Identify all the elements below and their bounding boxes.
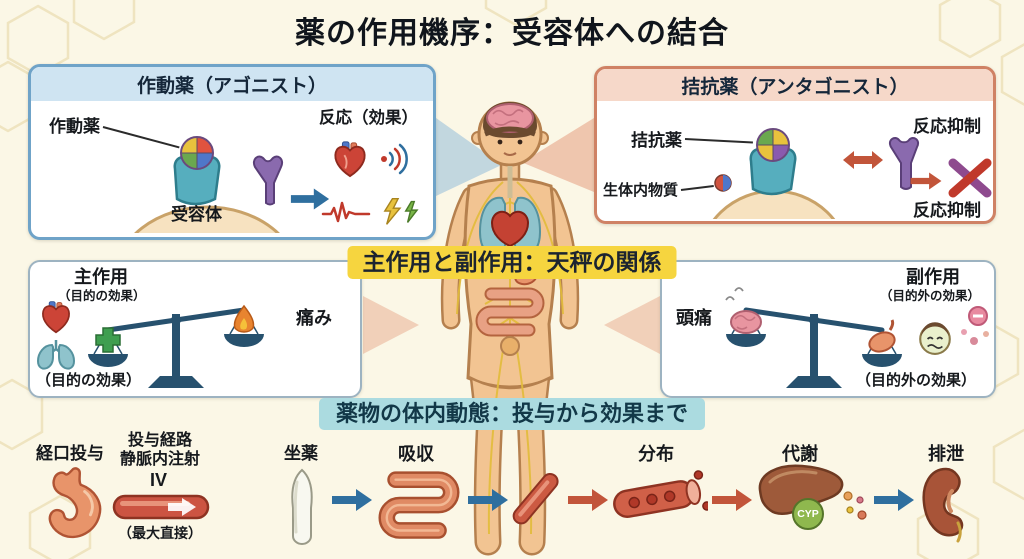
- flow-arrow-icon: [468, 489, 508, 511]
- excretion-label: 排泄: [928, 444, 964, 464]
- kidney-excretion-icon: [922, 467, 964, 543]
- endogenous-label: 生体内物質: [603, 182, 679, 199]
- metabolism-label: 代謝: [782, 444, 818, 464]
- blood-vessel-distribution-icon: [613, 470, 708, 518]
- blocked-x-icon: [948, 158, 992, 198]
- iv-note-label: （最大直接）: [118, 525, 202, 541]
- receptor-agonist-icon: [134, 136, 283, 233]
- lightning-bolts-icon: [383, 197, 419, 225]
- capillary-vessel-icon: [512, 472, 559, 525]
- double-arrow-icon: [843, 151, 883, 169]
- intestine-organ: [475, 287, 545, 337]
- iv-vessel-icon: [112, 494, 210, 520]
- antagonist-panel-title: 拮抗薬（アンタゴニスト）: [681, 76, 909, 98]
- pk-banner: 薬物の体内動態：投与から効果まで: [318, 398, 706, 430]
- cyp-enzyme-badge: CYP: [792, 498, 824, 530]
- ecg-line-icon: [321, 201, 371, 223]
- agonist-panel: 作動薬（アゴニスト） 作動薬 受容体 反応（効果）: [28, 64, 436, 240]
- absorption-label: 吸収: [398, 444, 434, 464]
- iv-label: 静脈内注射: [120, 451, 201, 468]
- lungs-benefit-icon: [36, 340, 76, 370]
- headache-label: 頭痛: [676, 308, 712, 328]
- flow-arrow-icon: [332, 489, 372, 511]
- agonist-panel-header: 作動薬（アゴニスト）: [31, 67, 433, 101]
- liver-metabolism-icon: [758, 464, 844, 516]
- main-effect-title: 主作用: [74, 267, 128, 287]
- heart-response-icon: [334, 141, 366, 178]
- sick-face-icon: [919, 322, 951, 355]
- iv-abbrev-label: IV: [150, 470, 168, 490]
- distribution-label: 分布: [638, 444, 674, 464]
- stomach-side-icon: [868, 331, 896, 353]
- flow-arrow-icon: [712, 489, 752, 511]
- stomach-oral-icon: [48, 467, 102, 539]
- heart-benefit-icon: [42, 301, 70, 334]
- brain-side-icon: [730, 310, 762, 334]
- side-effect-panel: 副作用 （目的外の効果） 頭痛: [660, 260, 996, 398]
- side-effect-subtitle: （目的外の効果）: [880, 289, 981, 303]
- suppository-icon: [291, 468, 313, 545]
- blocked-receptor-icon: [889, 137, 919, 190]
- signal-waves-icon: [381, 143, 408, 175]
- antagonist-panel-header: 拮抗薬（アンタゴニスト）: [597, 69, 993, 101]
- free-receptor-icon: [253, 155, 283, 206]
- balance-banner: 主作用と副作用：天秤の関係: [347, 246, 677, 279]
- minus-dots-icon: [961, 306, 989, 345]
- antagonist-drug-molecule: [756, 128, 790, 162]
- flow-arrow-icon: [290, 188, 330, 210]
- agonist-drug-label: 作動薬: [49, 117, 100, 136]
- pain-label: 痛み: [296, 308, 332, 328]
- main-effect-subtitle: （目的の効果）: [58, 289, 146, 303]
- route-label: 投与経路: [128, 432, 193, 449]
- oral-admin-label: 経口投与: [36, 444, 104, 463]
- page-title: 薬の作用機序：受容体への結合: [295, 17, 729, 50]
- main-effect-footer: （目的の効果）: [36, 372, 142, 389]
- intestine-absorption-icon: [378, 471, 460, 539]
- plus-benefit-icon: [95, 327, 121, 353]
- side-effect-footer: （目的外の効果）: [856, 372, 977, 389]
- agonist-panel-title: 作動薬（アゴニスト）: [136, 75, 327, 97]
- agonist-panel-body: 作動薬 受容体 反応（効果）: [31, 101, 433, 237]
- suppository-label: 坐薬: [284, 444, 318, 463]
- receptor-antagonist-icon: [712, 128, 836, 219]
- inhibition-bottom-label: 反応抑制: [913, 201, 981, 220]
- side-effect-title: 副作用: [906, 267, 960, 287]
- dizzy-lines: [725, 287, 744, 301]
- bladder-organ: [500, 336, 520, 356]
- flow-arrow-icon: [874, 489, 914, 511]
- antagonist-drug-label: 拮抗薬: [631, 131, 682, 150]
- balance-scale-main-icon: [88, 304, 264, 388]
- antagonist-panel: 拮抗薬（アンタゴニスト） 拮抗薬 生体内物質: [594, 66, 996, 224]
- receptor-label: 受容体: [171, 205, 222, 224]
- antagonist-panel-body: 拮抗薬 生体内物質: [597, 101, 993, 221]
- inhibition-top-label: 反応抑制: [913, 117, 981, 136]
- metabolite-dots-icon: [843, 491, 867, 520]
- flow-arrow-icon: [910, 172, 942, 190]
- main-effect-panel: 主作用 （目的の効果） 痛み （目的: [28, 260, 362, 398]
- response-label: 反応（効果）: [319, 109, 418, 127]
- balance-scale-side-icon: [725, 287, 902, 388]
- flow-arrow-icon: [568, 489, 608, 511]
